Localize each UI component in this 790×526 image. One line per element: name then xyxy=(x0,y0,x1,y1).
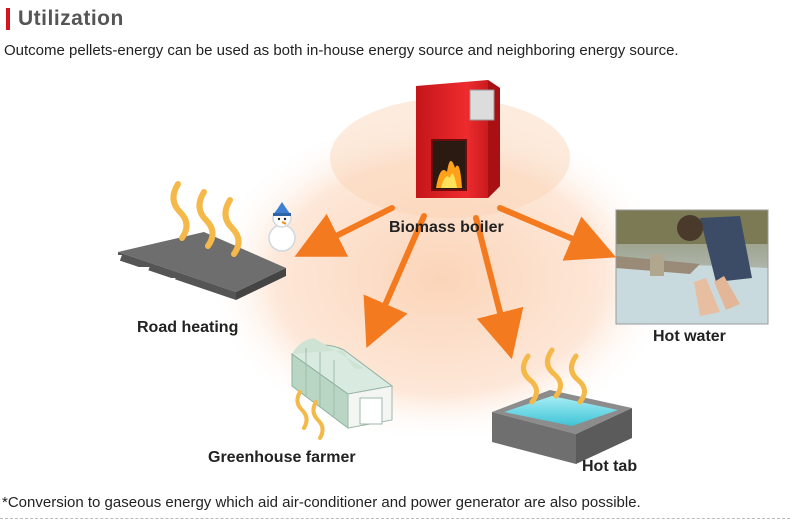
arrows xyxy=(294,205,617,360)
intro-text: Outcome pellets-energy can be used as bo… xyxy=(4,42,679,59)
label-road-heating: Road heating xyxy=(137,319,239,336)
label-hot-tub: Hot tab xyxy=(582,458,638,475)
utilization-diagram: Biomass boiler Road heating Greenhouse f… xyxy=(0,68,790,488)
bottom-divider xyxy=(0,518,790,519)
label-biomass-boiler: Biomass boiler xyxy=(389,219,504,236)
hot-tub-icon xyxy=(492,347,632,464)
page-title: Utilization xyxy=(18,7,124,30)
road-icon xyxy=(80,181,286,300)
boiler-icon xyxy=(416,80,500,198)
heat-wave-icon xyxy=(170,181,242,257)
hot-water-photo xyxy=(615,209,769,325)
arrow-to-hot-water xyxy=(497,205,617,261)
heading-accent-bar xyxy=(6,8,10,30)
arrow-to-greenhouse xyxy=(363,213,427,348)
diagram-graphic xyxy=(80,80,769,464)
section-heading: Utilization xyxy=(6,6,124,32)
snowman-icon xyxy=(268,202,296,252)
arrow-to-hot-tub xyxy=(473,215,524,360)
footnote: *Conversion to gaseous energy which aid … xyxy=(2,494,641,511)
arrow-to-road xyxy=(294,205,395,257)
label-hot-water: Hot water xyxy=(653,328,726,345)
label-greenhouse-farmer: Greenhouse farmer xyxy=(208,449,356,466)
greenhouse-icon xyxy=(291,338,394,440)
